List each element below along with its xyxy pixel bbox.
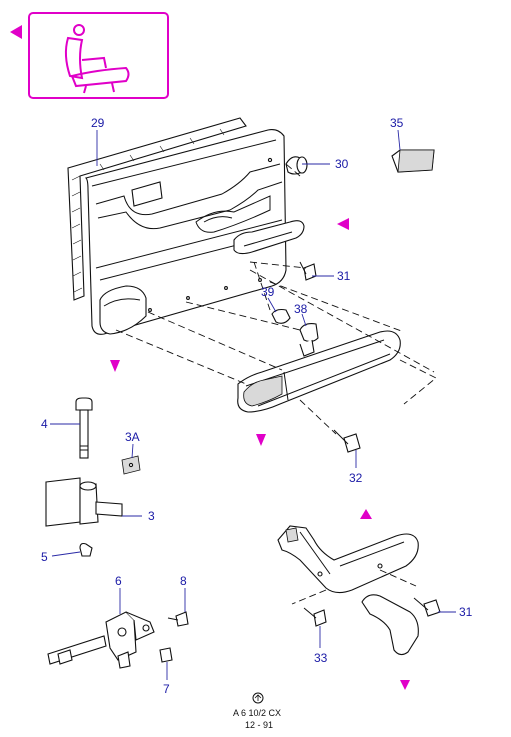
callout-38: 38	[294, 302, 308, 316]
marker-triangle	[10, 25, 22, 39]
seat-symbol-box	[10, 12, 169, 99]
callout-32: 32	[349, 471, 363, 485]
callout-7: 7	[163, 682, 170, 696]
plate-part-3a	[121, 455, 141, 475]
drawing-code: A 6 10/2 CX	[233, 708, 281, 718]
callout-3: 3	[148, 509, 155, 523]
callout-3a: 3A	[125, 430, 140, 444]
door-check-strap-part-6	[47, 611, 155, 669]
leader-lines	[50, 129, 456, 680]
callout-30: 30	[335, 157, 349, 171]
marker-triangle	[256, 434, 266, 446]
markers	[110, 218, 410, 690]
marker-triangle	[337, 218, 349, 230]
handle-cover	[361, 594, 419, 656]
nut-part-7	[159, 647, 173, 663]
hinge-pin-part-4	[75, 397, 93, 459]
armrest-assembly	[237, 330, 401, 413]
callout-31: 31	[337, 269, 351, 283]
marker-triangle	[110, 360, 120, 372]
clip-part-30	[285, 156, 308, 175]
hinge-part-3	[45, 477, 123, 527]
marker-triangle	[360, 509, 372, 519]
door-trim-panel	[67, 117, 287, 335]
callout-29: 29	[91, 116, 105, 130]
callout-33: 33	[314, 651, 328, 665]
screw-part-31b	[413, 597, 441, 617]
grab-handle-assembly	[277, 525, 419, 605]
clip-part-5	[79, 542, 93, 557]
screw-part-8	[167, 611, 189, 627]
callout-31-lower: 31	[459, 605, 473, 619]
assembly-lines	[115, 163, 437, 435]
retainer-part-38	[299, 323, 319, 357]
seal-hatching	[71, 128, 225, 293]
footer: A 6 10/2 CX 12 - 91	[233, 692, 281, 730]
callout-5: 5	[41, 550, 48, 564]
callout-35: 35	[390, 116, 404, 130]
trim-cap-part-35	[391, 149, 435, 173]
seat-icon	[64, 24, 130, 94]
ford-oval-icon	[252, 692, 264, 704]
drawing-date: 12 - 91	[245, 720, 273, 730]
screw-part-33	[303, 607, 327, 627]
pull-handle	[233, 220, 305, 255]
screw-part-32	[333, 429, 361, 453]
cap-part-39	[271, 308, 291, 324]
callouts: 29 35 30 31 39 38 32 4 3A 3 5 6 8 7 31 3…	[41, 116, 473, 696]
callout-39: 39	[261, 285, 275, 299]
callout-4: 4	[41, 417, 48, 431]
callout-6: 6	[115, 574, 122, 588]
callout-8: 8	[180, 574, 187, 588]
screw-part-31a	[299, 261, 317, 281]
marker-triangle	[400, 680, 410, 690]
